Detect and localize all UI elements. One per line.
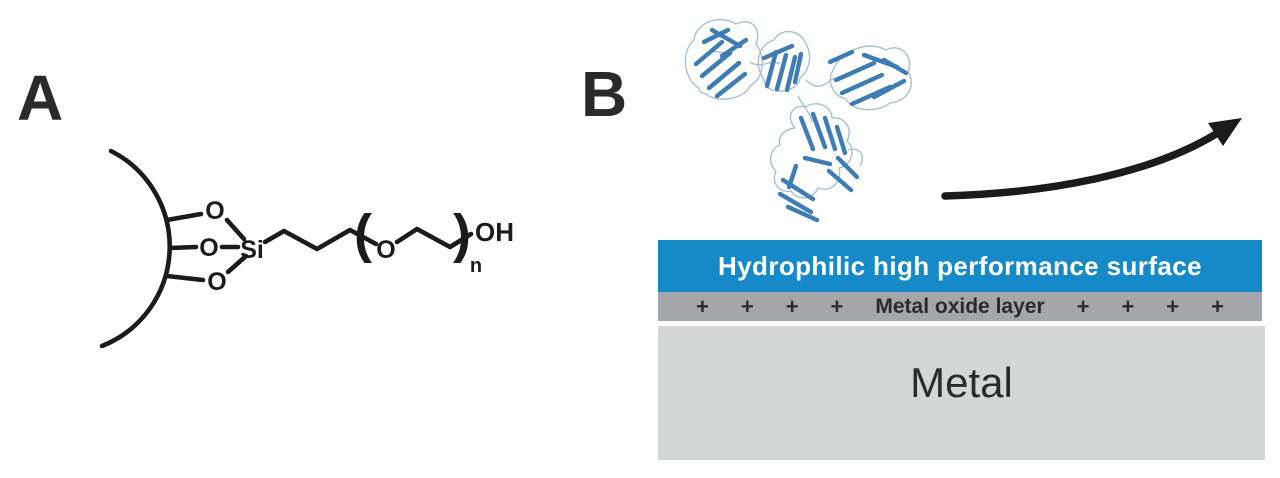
metal-layer: Metal xyxy=(658,326,1265,460)
close-bracket: ) xyxy=(453,204,471,264)
particle-surface-arc xyxy=(99,148,172,349)
open-bracket: ( xyxy=(354,204,372,264)
metal-label: Metal xyxy=(910,359,1013,406)
upward-trend-arrow xyxy=(941,118,1242,200)
atom-o-repeat: O xyxy=(376,236,395,264)
peg-silane-structure: O O O Si ( O ) n OH xyxy=(99,148,514,349)
arrow-shaft xyxy=(941,130,1220,200)
arrow-head xyxy=(1208,118,1242,146)
subscript-n: n xyxy=(470,255,482,277)
atom-o-top: O xyxy=(205,197,224,225)
antibody-molecule xyxy=(684,19,912,223)
atom-o-bottom: O xyxy=(207,268,226,296)
surface-oxygen-bonds xyxy=(164,211,206,283)
propyl-chain-bonds xyxy=(262,227,379,252)
panel-a-label: A xyxy=(17,62,64,134)
atom-si: Si xyxy=(240,236,264,264)
terminal-oh: OH xyxy=(475,217,514,247)
peg-unit-bonds xyxy=(394,226,474,250)
metal-oxide-label: Metal oxide layer xyxy=(875,294,1045,318)
plus-charge: + xyxy=(696,293,709,319)
antibody-beta-strands xyxy=(693,27,909,223)
panel-b-label: B xyxy=(581,58,628,130)
metal-oxide-layer: + + + + Metal oxide layer + + + + xyxy=(658,292,1262,321)
plus-charge: + xyxy=(1076,293,1090,319)
plus-charge: + xyxy=(1166,293,1180,319)
antibody-ribbon-loops xyxy=(684,19,912,199)
hydrophilic-surface-layer: Hydrophilic high performance surface xyxy=(658,240,1262,292)
plus-charge: + xyxy=(830,293,844,319)
plus-charge: + xyxy=(1211,293,1224,319)
plus-charge: + xyxy=(740,293,754,319)
oxygen-silicon-bonds xyxy=(219,217,249,275)
atom-o-mid: O xyxy=(199,234,218,262)
plus-charge: + xyxy=(785,293,799,319)
hydrophilic-surface-label: Hydrophilic high performance surface xyxy=(718,250,1202,281)
plus-charge: + xyxy=(1121,293,1135,319)
